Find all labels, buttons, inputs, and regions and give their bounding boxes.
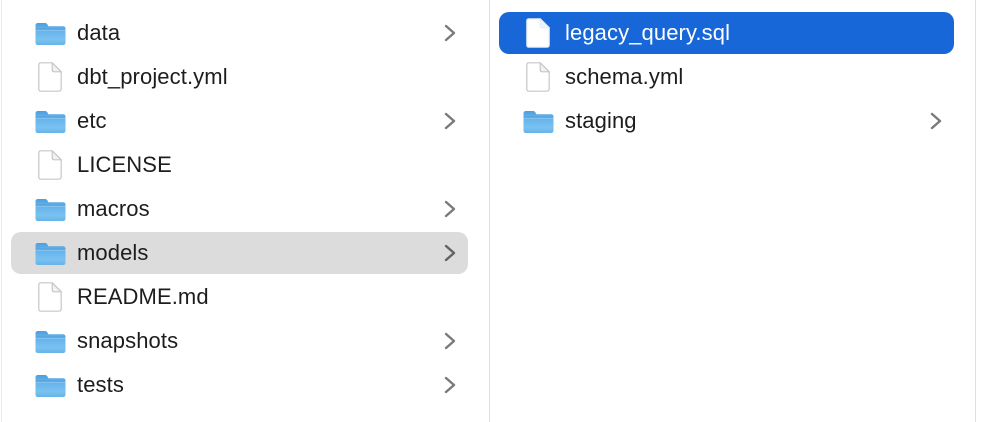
file-name-label: legacy_query.sql [565, 20, 731, 45]
left-column-item-tests[interactable]: tests [11, 364, 468, 406]
chevron-right-icon [443, 198, 456, 220]
document-icon [38, 150, 62, 180]
folder-icon [33, 370, 67, 400]
left-column-item-snapshots[interactable]: snapshots [11, 320, 468, 362]
left-column-item-license[interactable]: LICENSE [11, 144, 468, 186]
left-column-item-data[interactable]: data [11, 12, 468, 54]
document-icon [33, 150, 67, 180]
folder-icon [35, 374, 65, 397]
left-column-item-models[interactable]: models [11, 232, 468, 274]
file-name-label: dbt_project.yml [77, 64, 228, 89]
folder-icon [35, 22, 65, 45]
file-name-label: tests [77, 372, 124, 397]
left-column-item-macros[interactable]: macros [11, 188, 468, 230]
chevron-right-icon [443, 22, 456, 44]
file-name-label: LICENSE [77, 152, 172, 177]
right-column-item-schema-yml[interactable]: schema.yml [499, 56, 954, 98]
file-name-label: etc [77, 108, 107, 133]
document-icon [38, 282, 62, 312]
left-column: data dbt_project.yml etc LICENSE macros … [2, 0, 490, 422]
file-name-label: staging [565, 108, 637, 133]
folder-icon [521, 106, 555, 136]
document-icon [33, 62, 67, 92]
folder-icon [33, 194, 67, 224]
folder-icon [33, 326, 67, 356]
file-name-label: schema.yml [565, 64, 684, 89]
right-column-item-legacy-query-sql[interactable]: legacy_query.sql [499, 12, 954, 54]
document-icon [526, 62, 550, 92]
chevron-right-icon [929, 110, 942, 132]
folder-icon [33, 18, 67, 48]
folder-icon [33, 238, 67, 268]
folder-icon [33, 106, 67, 136]
folder-icon [35, 330, 65, 353]
file-name-label: README.md [77, 284, 209, 309]
folder-icon [35, 198, 65, 221]
document-icon [526, 18, 550, 48]
file-name-label: macros [77, 196, 150, 221]
chevron-right-icon [443, 242, 456, 264]
document-icon [38, 62, 62, 92]
right-column: legacy_query.sql schema.yml staging [490, 0, 976, 422]
document-icon [521, 62, 555, 92]
chevron-right-icon [443, 330, 456, 352]
file-name-label: data [77, 20, 121, 45]
folder-icon [523, 110, 553, 133]
chevron-right-icon [443, 374, 456, 396]
left-column-item-dbt-project-yml[interactable]: dbt_project.yml [11, 56, 468, 98]
left-column-item-etc[interactable]: etc [11, 100, 468, 142]
left-edge-divider [0, 0, 2, 422]
file-name-label: snapshots [77, 328, 179, 353]
right-column-item-staging[interactable]: staging [499, 100, 954, 142]
folder-icon [35, 110, 65, 133]
file-name-label: models [77, 240, 149, 265]
left-column-item-readme-md[interactable]: README.md [11, 276, 468, 318]
folder-icon [35, 242, 65, 265]
document-icon [521, 18, 555, 48]
document-icon [33, 282, 67, 312]
chevron-right-icon [443, 110, 456, 132]
